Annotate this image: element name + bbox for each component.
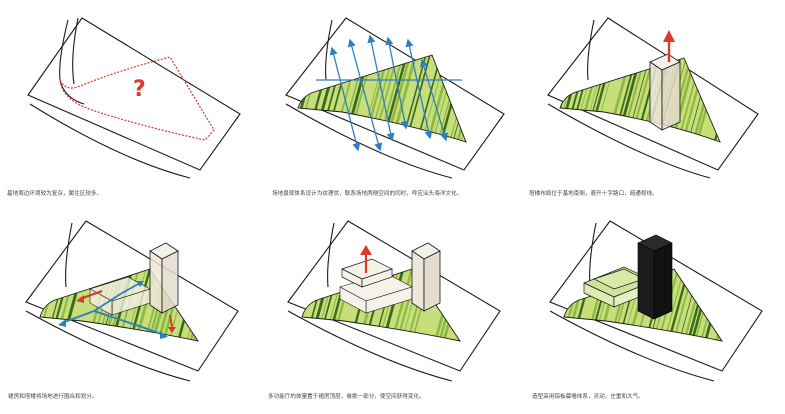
arrowhead-icon	[329, 46, 338, 56]
arrowhead-icon	[424, 130, 433, 140]
panel-caption: 多功能厅的体量置于裙房顶层，悬挑一部分，使空间获得变化。	[268, 394, 425, 400]
up-arrow-icon	[360, 245, 372, 273]
panel-caption: 裙房和塔楼将场地进行围合和划分。	[8, 394, 98, 400]
landscape-stripe	[734, 40, 764, 150]
landscape-stripe	[194, 269, 198, 341]
landscape-stripe	[447, 269, 460, 341]
landscape-stripe	[695, 269, 722, 341]
landscape-stripe	[438, 269, 460, 341]
arrowhead-icon	[420, 58, 428, 68]
diagram-panel-6: 造型采用铝板幕墙体系，灵动，庄重和大气。	[524, 207, 785, 414]
landscape-stripe	[462, 55, 466, 142]
landscape-stripe	[40, 269, 51, 341]
flow-arrow-line	[387, 37, 407, 129]
landscape-stripe	[479, 40, 509, 150]
landscape-stripe	[466, 247, 496, 357]
site-diagram-6	[549, 220, 764, 382]
arrowhead-icon	[374, 142, 383, 152]
diagram-panel-4: 裙房和塔楼将场地进行围合和划分。	[0, 207, 262, 414]
landscape-stripe	[730, 40, 760, 150]
landscape-stripe	[716, 58, 720, 142]
diagram-panel-3: 塔楼布局位于基地南侧，避开十字路口，疏通视线。	[524, 0, 785, 207]
landscape-stripe	[734, 247, 764, 357]
arrowhead-icon	[400, 120, 409, 130]
landscape-stripe	[725, 247, 755, 357]
question-mark-icon: ?	[133, 77, 146, 102]
landscape-stripe	[302, 269, 313, 341]
podium-volume	[339, 272, 413, 314]
site-diagram-3	[547, 17, 774, 179]
landscape-stripe	[707, 58, 720, 142]
landscape-stripe	[699, 269, 722, 341]
arrowhead-icon	[440, 132, 448, 142]
site-diagram-4	[25, 220, 246, 382]
landscape-stripe	[472, 247, 502, 357]
landscape-stripe	[744, 40, 774, 150]
landscape-stripe	[710, 269, 722, 341]
landscape-stripe	[185, 269, 198, 341]
landscape-stripe	[172, 269, 198, 341]
site-diagram-5	[287, 220, 502, 382]
site-diagram-1: ?	[27, 17, 241, 179]
tower-volume	[411, 242, 441, 312]
site-diagram-2	[285, 17, 509, 179]
arrowhead-icon	[347, 38, 356, 48]
panel-caption: 造型采用铝板幕墙体系，灵动，庄重和大气。	[532, 394, 644, 400]
landscape-stripe	[212, 247, 242, 357]
landscape-stripe	[564, 269, 575, 341]
tower-volume	[149, 242, 179, 314]
landscape-edge	[297, 54, 467, 143]
tower-volume	[649, 53, 681, 131]
site-outline	[547, 17, 759, 179]
multi-function-hall-volume	[341, 258, 393, 288]
flow-arrow-line	[349, 39, 381, 151]
flow-arrow-line	[331, 47, 359, 151]
site-boundary-dashed	[59, 56, 215, 141]
arrowhead-icon	[385, 36, 394, 46]
landscape-stripe	[302, 269, 317, 341]
landscape-stripe	[176, 269, 198, 341]
landscape-stripe	[726, 40, 756, 150]
flow-arrows	[316, 34, 462, 152]
landscape-stripe	[454, 55, 466, 142]
flow-arrow-line	[369, 35, 393, 141]
landscape-stripe	[463, 247, 493, 357]
arrowhead-icon	[367, 34, 376, 44]
landscape-stripe	[200, 247, 230, 357]
podium-volume	[89, 276, 151, 316]
landscape-stripe	[564, 269, 580, 341]
arrowhead-icon	[386, 132, 395, 142]
flow-arrow-line	[407, 39, 431, 139]
landscape-stripe	[216, 247, 246, 357]
panel-caption: 场地景观体系设计为纹理状，联系场地两侧空间的同时，呼应汕头海洋文化。	[272, 191, 463, 197]
enclosure-arrows	[58, 281, 176, 339]
tower-facade	[637, 234, 673, 320]
landscape-stripe	[458, 55, 466, 142]
diagram-panel-5: 多功能厅的体量置于裙房顶层，悬挑一部分，使空间获得变化。	[262, 207, 524, 414]
landscape-stripe	[467, 40, 497, 150]
arrowhead-icon	[352, 142, 361, 152]
diagram-panel-2: 场地景观体系设计为纹理状，联系场地两侧空间的同时，呼应汕头海洋文化。	[262, 0, 524, 207]
site-outline	[285, 17, 505, 179]
arrowhead-icon	[405, 38, 414, 48]
landscape-stripe	[472, 40, 502, 150]
up-arrow-icon	[663, 30, 675, 62]
panel-caption: 基地周边环境较为复杂，属住区较多。	[7, 191, 103, 197]
landscape-stripe	[188, 269, 198, 341]
site-outline	[287, 220, 501, 382]
flow-arrow-line	[421, 59, 447, 141]
landscape-stripe	[450, 55, 466, 142]
panel-caption: 塔楼布局位于基地南侧，避开十字路口，疏通视线。	[529, 191, 658, 197]
landscape-stripe	[702, 58, 720, 142]
landscape-stripe	[731, 247, 761, 357]
diagram-panel-1: ? 基地周边环境较为复杂，属住区较多。	[0, 0, 262, 207]
site-outline	[25, 220, 239, 382]
